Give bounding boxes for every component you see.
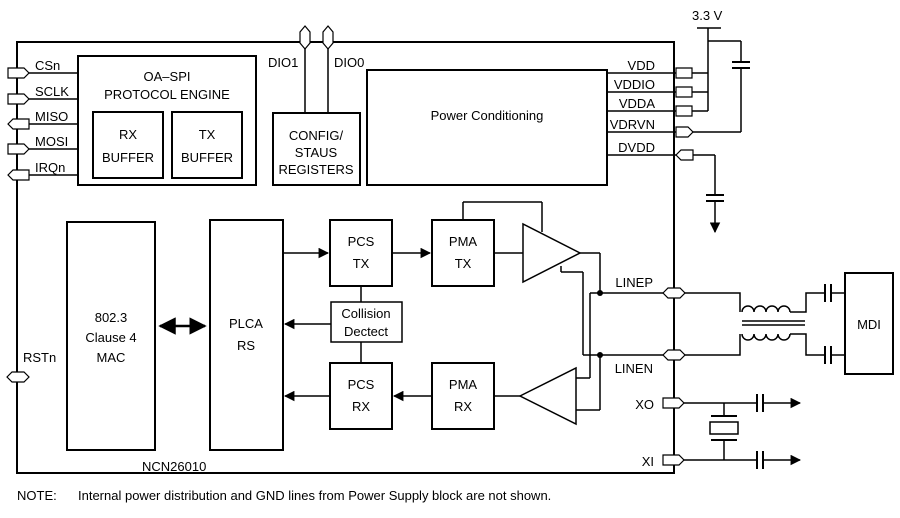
- mosi-pin-icon: [7, 143, 30, 155]
- mac-line3: MAC: [97, 350, 126, 365]
- vdda-pin-icon: [675, 105, 693, 117]
- supply-label: 3.3 V: [692, 8, 723, 23]
- line-driver-icon: [462, 201, 601, 355]
- pin-label-sclk: SCLK: [35, 84, 69, 99]
- pma-tx-line1: PMA: [449, 234, 478, 249]
- pma-rx-line1: PMA: [449, 377, 478, 392]
- chip-name: NCN26010: [142, 459, 206, 474]
- crystal-circuit: XO XI: [635, 394, 802, 469]
- pcs-tx-line1: PCS: [348, 234, 375, 249]
- spi-title-line1: OA–SPI: [144, 69, 191, 84]
- pin-label-rstn: RSTn: [23, 350, 56, 365]
- pin-label-vdda: VDDA: [619, 96, 655, 111]
- pin-label-vddio: VDDIO: [614, 77, 655, 92]
- irqn-pin-icon: [7, 169, 30, 181]
- dio0-pin-icon: [322, 25, 334, 50]
- power-pins: VDD VDDIO VDDA VDRVN DVDD: [610, 58, 694, 161]
- sclk-pin-icon: [7, 93, 30, 105]
- plca-rs-block: PLCA RS: [209, 219, 284, 451]
- collision-detect-block: Collision Dectect: [330, 286, 403, 363]
- power-conditioning-label: Power Conditioning: [431, 108, 544, 123]
- rstn-pin-icon: [6, 371, 30, 383]
- pin-label-csn: CSn: [35, 58, 60, 73]
- pcs-rx-line1: PCS: [348, 377, 375, 392]
- xi-pin-icon: [662, 454, 685, 466]
- note-text: Internal power distribution and GND line…: [78, 488, 551, 503]
- pcs-tx-line2: TX: [353, 256, 370, 271]
- supply-wiring: 3.3 V: [692, 8, 750, 234]
- tx-buffer-line2: BUFFER: [181, 150, 233, 165]
- vddio-pin-icon: [675, 86, 693, 98]
- csn-pin-icon: [7, 67, 30, 79]
- rx-buffer-line1: RX: [119, 127, 137, 142]
- miso-pin-icon: [7, 118, 30, 130]
- linen-pin-icon: [662, 349, 686, 361]
- vdrvn-pin-icon: [675, 126, 694, 138]
- pin-label-xo: XO: [635, 397, 654, 412]
- pcs-rx-block: PCS RX: [329, 362, 393, 430]
- mdi-block: MDI: [844, 272, 894, 375]
- line-receiver-icon: [494, 290, 663, 426]
- config-registers: CONFIG/ STAUS REGISTERS DIO1 DIO0: [268, 25, 364, 186]
- spi-title-line2: PROTOCOL ENGINE: [104, 87, 230, 102]
- transformer-icon: [685, 284, 845, 364]
- linep-pin-icon: [662, 287, 686, 299]
- pin-label-vdrvn: VDRVN: [610, 117, 655, 132]
- pma-tx-line2: TX: [455, 256, 472, 271]
- collision-line2: Dectect: [344, 324, 388, 339]
- vdd-pin-icon: [675, 67, 693, 79]
- xo-pin-icon: [662, 397, 685, 409]
- pcs-rx-line2: RX: [352, 399, 370, 414]
- chip-outline: [16, 41, 675, 474]
- note-prefix: NOTE:: [17, 488, 57, 503]
- pcs-tx-block: PCS TX: [329, 219, 393, 287]
- mac-line2: Clause 4: [85, 330, 136, 345]
- crystal-icon: [709, 421, 739, 435]
- mac-line1: 802.3: [95, 310, 128, 325]
- config-line2: STAUS: [295, 145, 338, 160]
- dio1-label: DIO1: [268, 55, 298, 70]
- pin-label-irqn: IRQn: [35, 160, 65, 175]
- pin-label-miso: MISO: [35, 109, 68, 124]
- pma-tx-block: PMA TX: [431, 219, 495, 287]
- mac-block: 802.3 Clause 4 MAC: [66, 221, 156, 451]
- dio1-pin-icon: [299, 25, 311, 50]
- dio0-label: DIO0: [334, 55, 364, 70]
- collision-line1: Collision: [341, 306, 390, 321]
- pma-rx-block: PMA RX: [431, 362, 495, 430]
- plca-line2: RS: [237, 338, 255, 353]
- pin-label-dvdd: DVDD: [618, 140, 655, 155]
- dvdd-pin-icon: [675, 149, 694, 161]
- plca-line1: PLCA: [229, 316, 263, 331]
- power-conditioning: Power Conditioning: [366, 69, 676, 186]
- pma-rx-line2: RX: [454, 399, 472, 414]
- rx-buffer: [92, 111, 164, 179]
- spi-protocol-engine: OA–SPI PROTOCOL ENGINE RX BUFFER TX BUFF…: [77, 55, 257, 186]
- pin-label-linep: LINEP: [615, 275, 653, 290]
- pin-label-linen: LINEN: [615, 361, 653, 376]
- tx-buffer-line1: TX: [199, 127, 216, 142]
- rx-buffer-line2: BUFFER: [102, 150, 154, 165]
- pin-label-xi: XI: [642, 454, 654, 469]
- pin-label-vdd: VDD: [628, 58, 655, 73]
- mdi-label: MDI: [857, 317, 881, 332]
- config-line3: REGISTERS: [278, 162, 353, 177]
- tx-buffer: [171, 111, 243, 179]
- left-pins: CSn SCLK MISO MOSI IRQn RSTn: [6, 58, 78, 383]
- pin-label-mosi: MOSI: [35, 134, 68, 149]
- config-line1: CONFIG/: [289, 128, 344, 143]
